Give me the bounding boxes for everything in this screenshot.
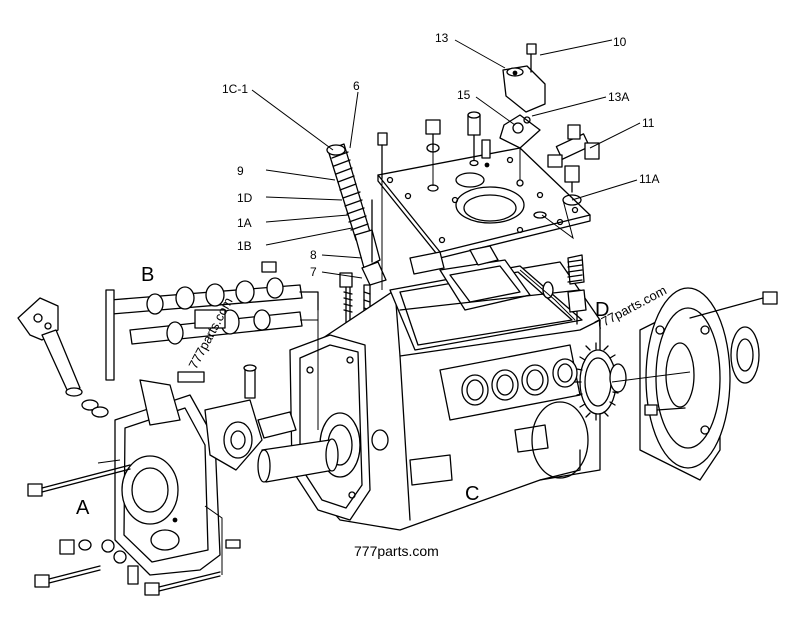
plunger-spring-stack — [326, 143, 387, 286]
group-label-c: C — [465, 483, 479, 505]
group-label-d: D — [595, 299, 609, 321]
label-1d: 1D — [237, 191, 253, 205]
label-13a: 13A — [608, 90, 629, 104]
leader-lines — [251, 39, 641, 279]
label-13: 13 — [435, 31, 449, 45]
watermark-main: 777parts.com — [354, 543, 439, 559]
group-letters: A B C D — [76, 264, 609, 519]
part-callouts: 1C-1 6 9 1D 1A 1B 8 7 13 10 15 13A 11 11… — [222, 31, 659, 279]
label-11: 11 — [642, 116, 655, 130]
spring-and-valve-right — [519, 254, 587, 325]
label-1b: 1B — [237, 239, 252, 253]
label-1c-1: 1C-1 — [222, 82, 248, 96]
long-bolts — [27, 464, 241, 596]
cover-13-and-gasket-15 — [499, 43, 546, 187]
drive-gear — [574, 342, 691, 421]
camshaft-group-b — [105, 261, 319, 381]
label-15: 15 — [457, 88, 471, 102]
governor-lever-arm — [17, 297, 109, 418]
top-bolts-and-studs — [377, 111, 491, 192]
label-10: 10 — [613, 35, 627, 49]
label-1a: 1A — [237, 216, 252, 230]
label-6: 6 — [353, 79, 360, 93]
label-11a: 11A — [639, 172, 659, 186]
label-7: 7 — [310, 265, 317, 279]
banjo-fitting-11 — [533, 124, 600, 240]
group-label-a: A — [76, 497, 90, 519]
label-8: 8 — [310, 248, 317, 262]
drive-shaft — [257, 438, 339, 483]
alignment-lines — [97, 178, 383, 575]
label-9: 9 — [237, 164, 244, 178]
pump-body-c — [304, 245, 601, 531]
group-label-b: B — [141, 264, 154, 286]
governor-housing-a — [114, 379, 263, 576]
drive-coupling-d — [639, 287, 778, 481]
small-fittings-left — [177, 364, 297, 439]
